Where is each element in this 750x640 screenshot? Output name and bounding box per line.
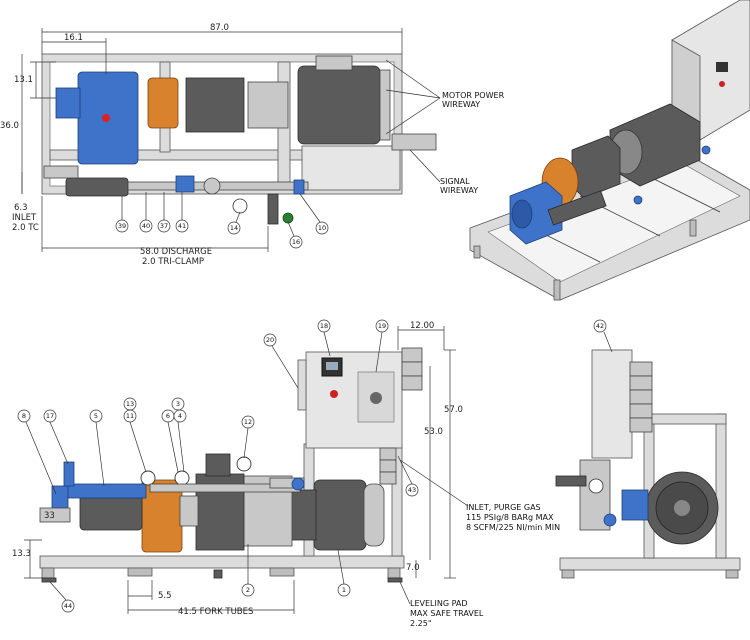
balloon-10: 10 [318,224,326,232]
inlet-size: 2.0 TC [12,223,39,233]
balloon-17: 17 [46,412,54,420]
dim-base-height: 13.3 [12,549,31,559]
dim-discharge-len: 58.0 DISCHARGE [140,247,212,257]
dim-cabinet-height: 53.0 [424,427,443,437]
note-motor-power-1: MOTOR POWER [442,91,505,100]
top-signal-box [301,145,401,191]
top-view: 87.0 16.1 13.1 36.0 6.3 INLET 2.0 TC 58.… [0,23,505,267]
balloon-19: 19 [378,322,386,330]
dim-top-h1: 13.1 [14,75,33,85]
top-pump-plug [102,114,110,122]
dim-discharge-type: 2.0 TRI-CLAMP [142,257,204,267]
balloon-43: 43 [408,486,416,494]
balloon-12: 12 [244,418,252,426]
note-signal-2: WIREWAY [440,186,478,195]
balloon-5: 5 [94,412,98,420]
dim-panel-depth: 12.00 [410,321,434,331]
note-pad-2: MAX SAFE TRAVEL [410,609,484,618]
end-view: 42 [555,319,741,579]
balloon-13: 13 [126,400,134,408]
dim-fork-tubes: 41.5 FORK TUBES [178,607,253,617]
inlet-label: INLET [12,213,37,223]
side-view: 12.00 57.0 53.0 7.0 13.3 33 5.5 41.5 FOR… [12,319,560,628]
end-control-cabinet [591,349,633,459]
balloon-6: 6 [166,412,170,420]
dim-inlet-side: 33 [44,511,55,521]
balloon-20: 20 [266,336,274,344]
balloon-40: 40 [142,222,150,230]
end-pump [621,489,649,521]
top-manifold [65,177,129,197]
balloon-41: 41 [178,222,186,230]
note-pad-3: 2.25" [410,619,432,628]
balloon-16: 16 [292,238,300,246]
balloon-42: 42 [596,322,604,330]
balloon-1: 1 [342,586,346,594]
balloon-39: 39 [118,222,126,230]
top-pump-inlet [55,87,81,119]
side-balloons: 20 18 19 8 17 5 13 11 3 6 [17,319,419,613]
isometric-view [469,0,750,301]
side-motor [313,479,367,551]
balloon-37: 37 [160,222,168,230]
end-base [559,557,741,571]
balloon-18: 18 [320,322,328,330]
balloon-11: 11 [126,412,134,420]
note-purge-3: 8 SCFM/225 Nl/min MIN [466,523,560,532]
note-purge-2: 115 PSIg/8 BARg MAX [466,513,554,522]
dim-top-h2: 36.0 [0,121,19,131]
top-coupling [147,77,179,129]
note-motor-power-2: WIREWAY [442,100,480,109]
top-gearbox [185,77,245,133]
balloon-44: 44 [64,602,72,610]
note-pad-1: LEVELING PAD [410,599,468,608]
signal-wireway [391,133,437,151]
dim-pump-offset: 16.1 [64,33,83,43]
dim-fork-offset: 5.5 [158,591,172,601]
side-base [39,555,405,569]
note-purge-1: INLET, PURGE GAS [466,503,541,512]
balloon-14: 14 [230,224,238,232]
balloon-2: 2 [246,586,250,594]
top-balloons: 39 40 37 41 14 16 10 [115,192,329,249]
dim-overall-length: 87.0 [210,23,229,33]
iso-pump [509,181,563,245]
note-signal-1: SIGNAL [440,177,470,186]
balloon-4: 4 [178,412,182,420]
dim-pad-travel: 7.0 [406,563,420,573]
dim-side-height: 57.0 [444,405,463,415]
balloon-8: 8 [22,412,26,420]
balloon-3: 3 [176,400,180,408]
top-motor [297,65,381,145]
side-pump-head [65,483,147,499]
dim-inlet-height: 6.3 [14,203,28,213]
